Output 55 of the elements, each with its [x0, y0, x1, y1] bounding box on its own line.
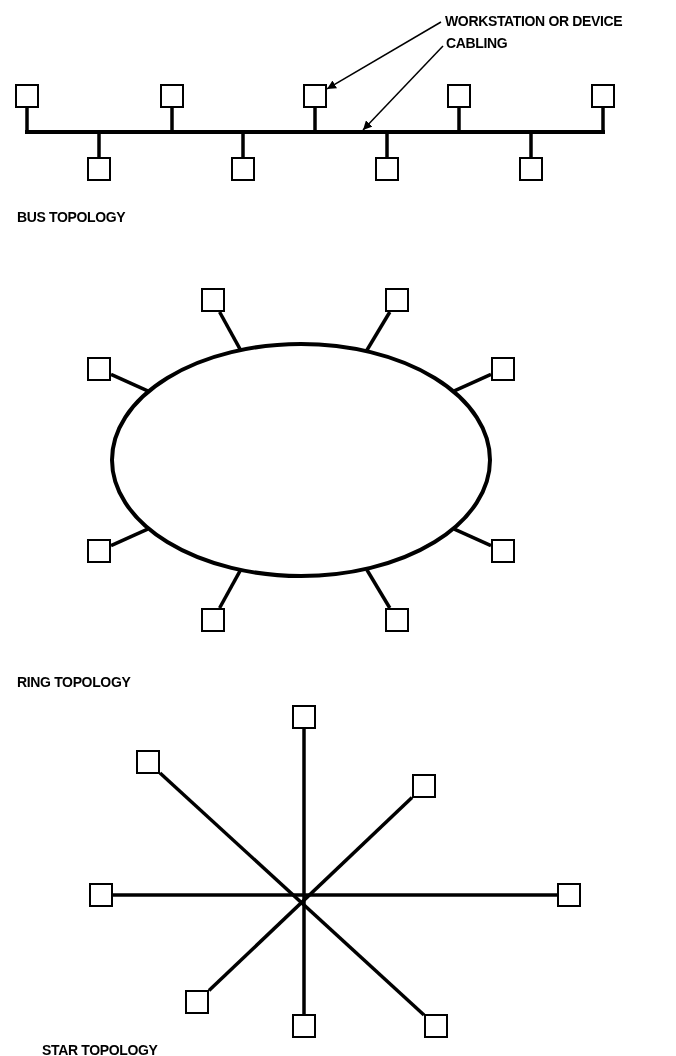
connector-line — [529, 134, 533, 157]
leader-text: CABLING — [446, 34, 526, 52]
ring-cable — [110, 342, 492, 578]
device-box — [201, 288, 225, 312]
connector-line — [601, 108, 605, 130]
connector-line — [207, 796, 414, 992]
device-box — [424, 1014, 448, 1038]
section-title: STAR TOPOLOGY — [42, 1041, 158, 1056]
section-title: BUS TOPOLOGY — [17, 208, 126, 227]
connector-line — [113, 893, 557, 897]
device-box — [292, 705, 316, 729]
leader-line — [326, 21, 442, 90]
connector-line — [453, 372, 492, 393]
device-box — [185, 990, 209, 1014]
bus-cable — [25, 130, 605, 134]
device-box — [87, 539, 111, 563]
connector-line — [302, 729, 306, 1014]
leader-text: WORKSTATION OR DEVICE — [445, 12, 671, 30]
connector-line — [218, 311, 242, 351]
connector-line — [457, 108, 461, 130]
device-box — [519, 157, 543, 181]
connector-line — [218, 569, 242, 609]
device-box — [160, 84, 184, 108]
connector-line — [365, 568, 392, 609]
connector-line — [110, 527, 149, 548]
connector-line — [313, 108, 317, 130]
device-box — [591, 84, 615, 108]
connector-line — [365, 311, 392, 352]
connector-line — [110, 372, 149, 393]
device-box — [385, 288, 409, 312]
device-box — [201, 608, 225, 632]
connector-line — [158, 771, 426, 1017]
section-title: RING TOPOLOGY — [17, 673, 131, 692]
device-box — [231, 157, 255, 181]
device-box — [375, 157, 399, 181]
device-box — [87, 157, 111, 181]
device-box — [412, 774, 436, 798]
device-box — [292, 1014, 316, 1038]
device-box — [89, 883, 113, 907]
connector-line — [241, 134, 245, 157]
leader-line — [362, 45, 444, 131]
device-box — [491, 539, 515, 563]
device-box — [447, 84, 471, 108]
connector-line — [170, 108, 174, 130]
device-box — [136, 750, 160, 774]
device-box — [491, 357, 515, 381]
connector-line — [453, 527, 492, 548]
connector-line — [385, 134, 389, 157]
device-box — [385, 608, 409, 632]
device-box — [15, 84, 39, 108]
device-box — [87, 357, 111, 381]
connector-line — [97, 134, 101, 157]
device-box — [303, 84, 327, 108]
device-box — [557, 883, 581, 907]
connector-line — [25, 108, 29, 130]
